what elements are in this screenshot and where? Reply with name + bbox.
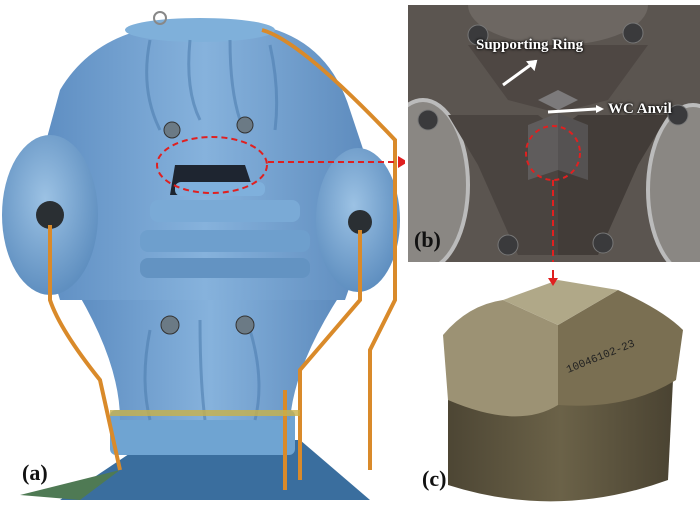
panel-c-anvil-photo: 10046102-23 (c) xyxy=(408,270,700,512)
panel-label-c: (c) xyxy=(422,466,447,491)
press-illustration xyxy=(2,11,405,500)
cavity-illustration xyxy=(408,5,700,262)
panel-label-b: (b) xyxy=(414,227,441,252)
highlight-ellipse xyxy=(156,136,268,194)
panel-label-a: (a) xyxy=(22,460,48,485)
panel-a-press-photo: (a) xyxy=(2,11,405,500)
annotation-wc-anvil: WC Anvil xyxy=(608,101,672,117)
anvil-illustration: 10046102-23 xyxy=(443,270,683,502)
annotation-supporting-ring: Supporting Ring xyxy=(476,37,584,53)
panel-b-cavity-photo: Supporting Ring WC Anvil (b) xyxy=(408,5,700,262)
